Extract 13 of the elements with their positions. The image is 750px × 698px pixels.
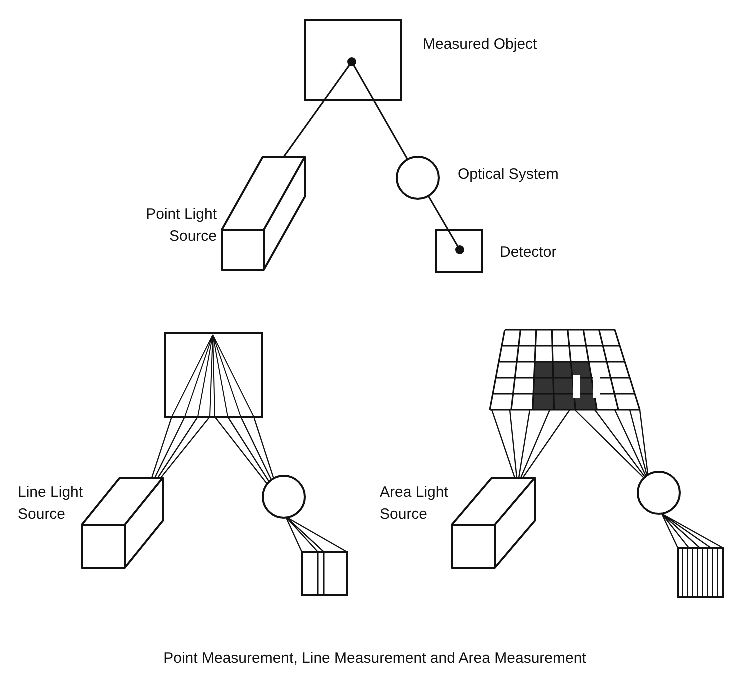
component-label: Detector	[500, 243, 558, 263]
component-label: Area Light Source	[380, 483, 450, 525]
component-label: Measured Object	[423, 35, 538, 55]
component-label: Line Light Source	[18, 483, 84, 525]
caption: Point Measurement, Line Measurement and Area Measurement	[162, 650, 588, 667]
light-ray	[151, 416, 211, 479]
light-ray	[574, 409, 649, 479]
component-label: Optical System	[458, 165, 560, 185]
light-ray	[491, 409, 571, 479]
light-ray	[661, 513, 724, 549]
light-ray	[214, 416, 275, 486]
light-ray	[285, 516, 348, 553]
component-label: Point Light Source	[145, 205, 217, 247]
